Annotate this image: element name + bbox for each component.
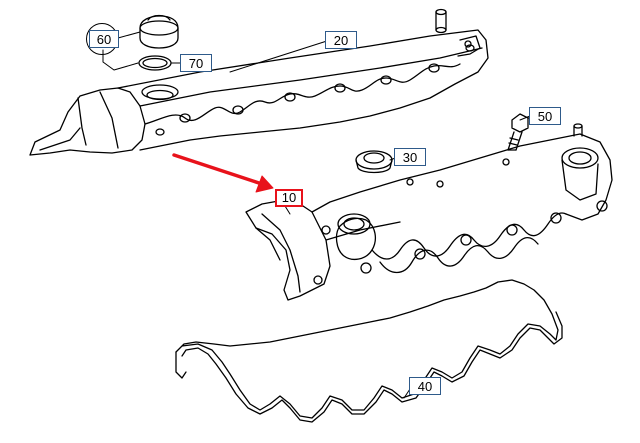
pointer-arrow <box>172 153 274 193</box>
cover-gasket <box>175 279 563 423</box>
grommet <box>355 150 393 174</box>
upper-cylinder-head-cover <box>29 8 489 156</box>
part-label-20[interactable]: 20 <box>325 31 357 49</box>
part-label-10[interactable]: 10 <box>275 189 303 207</box>
part-label-70[interactable]: 70 <box>180 54 212 72</box>
lower-cylinder-head-cover <box>245 123 613 301</box>
part-label-30[interactable]: 30 <box>394 148 426 166</box>
hex-bolt <box>507 113 533 151</box>
part-label-50[interactable]: 50 <box>529 107 561 125</box>
part-label-60[interactable]: 60 <box>89 30 119 48</box>
leader-lines-upper <box>102 31 331 73</box>
part-label-40[interactable]: 40 <box>409 377 441 395</box>
sealing-ring <box>138 55 172 71</box>
oil-filler-cap <box>139 14 179 49</box>
